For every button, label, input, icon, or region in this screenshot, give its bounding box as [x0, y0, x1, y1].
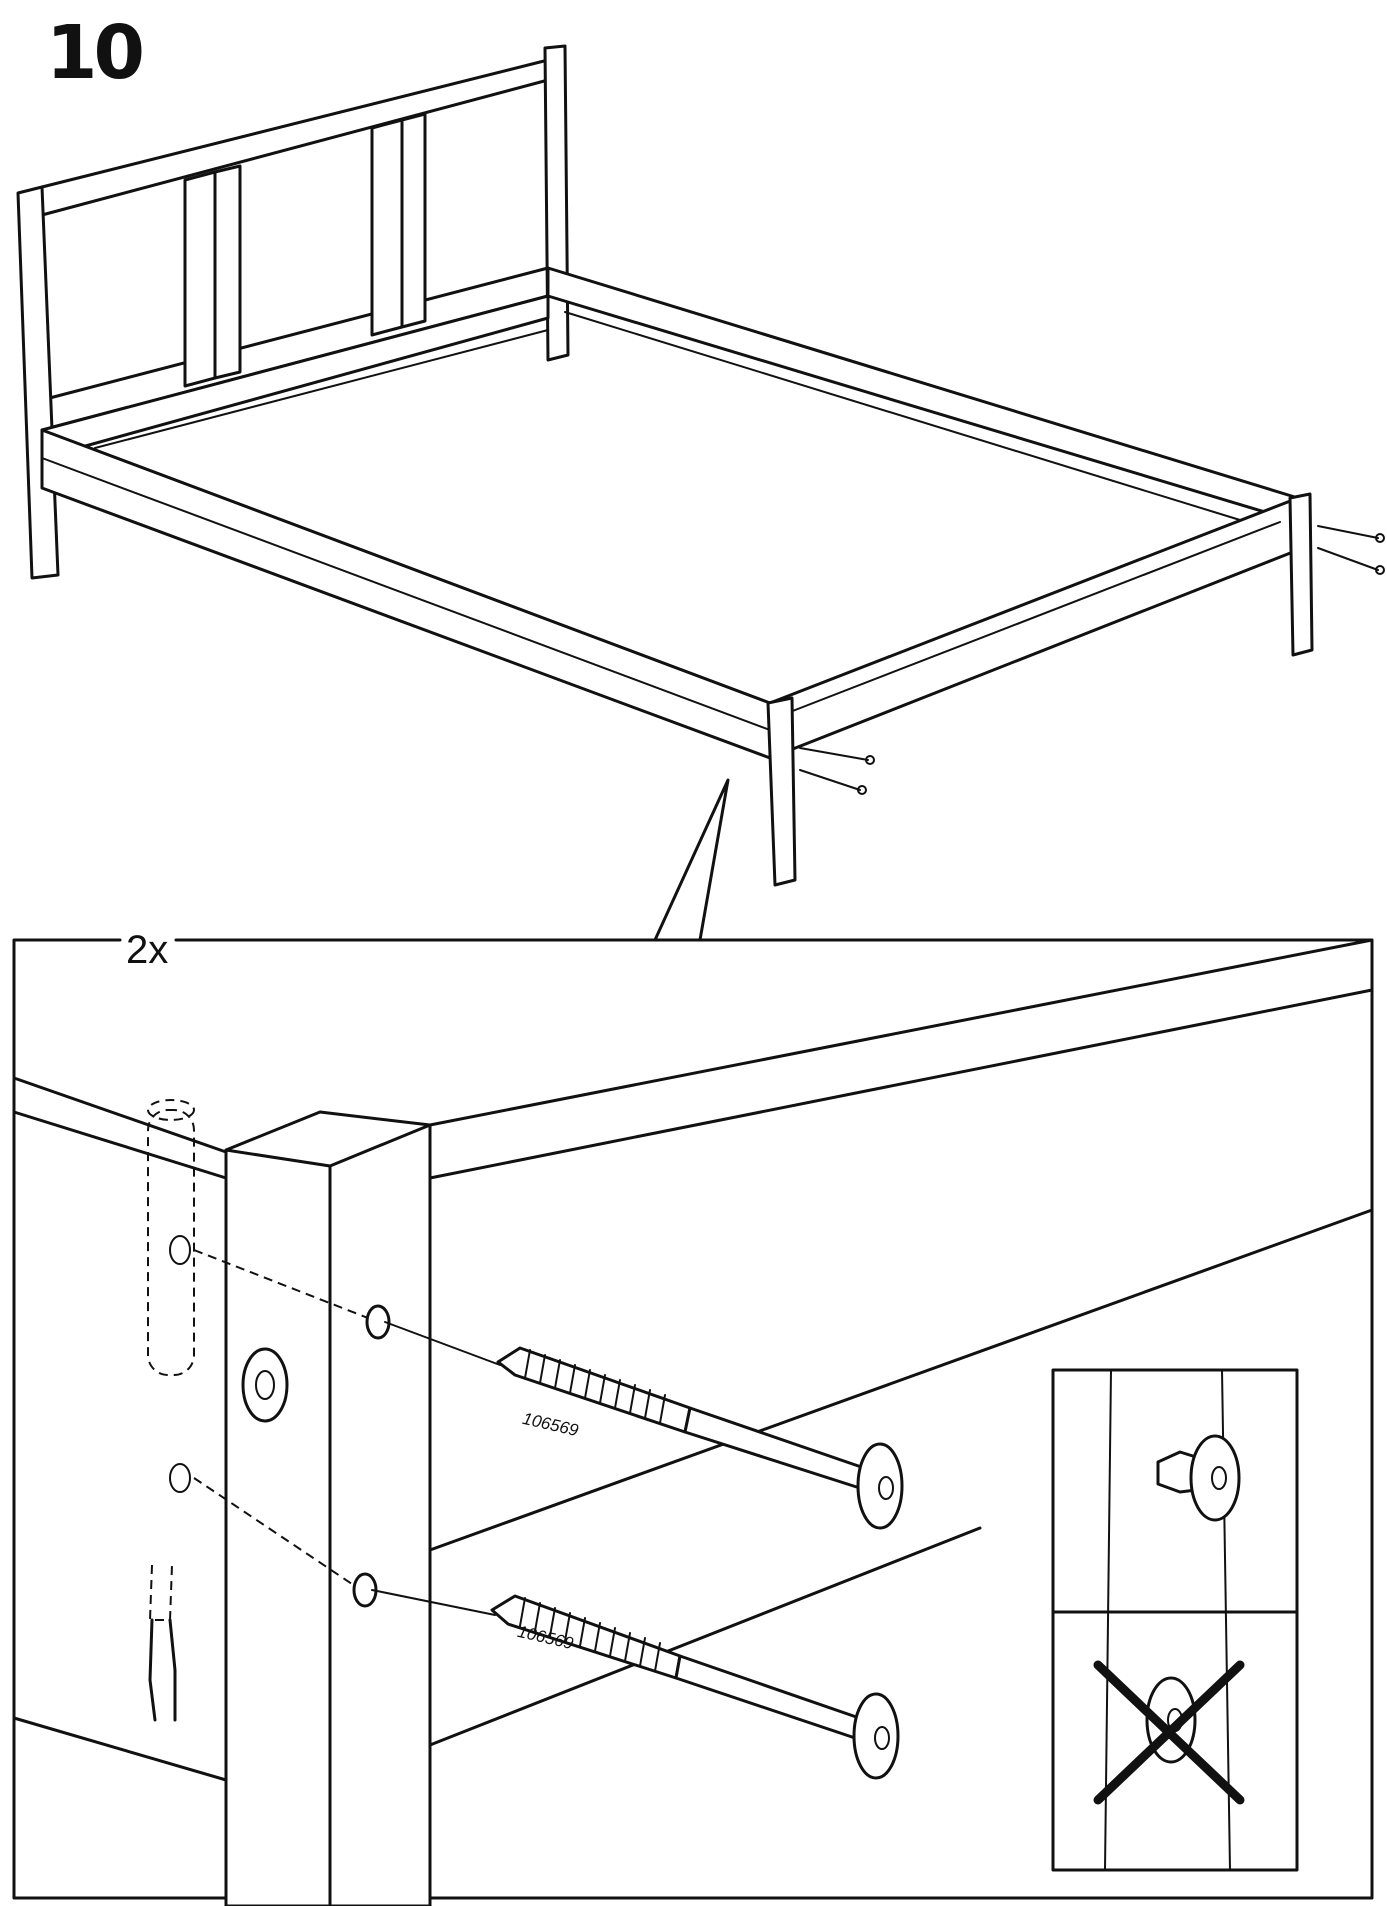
overview-bolts [799, 525, 1385, 795]
fit-check-inset [1051, 1368, 1299, 1872]
foot-post-left [766, 696, 797, 887]
detail-view [12, 938, 1374, 1906]
bolt-2 [490, 1594, 900, 1780]
bed-frame-illustration [16, 44, 1385, 942]
bolt-1 [496, 1346, 904, 1530]
headboard-slats [183, 112, 427, 388]
step-number: 10 [46, 10, 145, 96]
right-side-rail [546, 266, 1300, 524]
left-side-rail [40, 294, 550, 460]
detail-post [224, 1110, 432, 1906]
bolt-crossed-icon [1093, 1660, 1245, 1805]
detail-callout-pointer [653, 778, 730, 942]
foot-post-right [1288, 492, 1314, 657]
foot-rail [768, 496, 1300, 760]
screwdriver-icon [148, 1564, 177, 1722]
left-headboard-post [16, 185, 60, 580]
barrel-nut-icon [147, 1099, 195, 1493]
bolt-flush-icon [1156, 1434, 1241, 1522]
cam-lock-icon [241, 1347, 289, 1423]
quantity-label: 2x [122, 928, 173, 972]
detail-frame [12, 938, 1374, 1900]
